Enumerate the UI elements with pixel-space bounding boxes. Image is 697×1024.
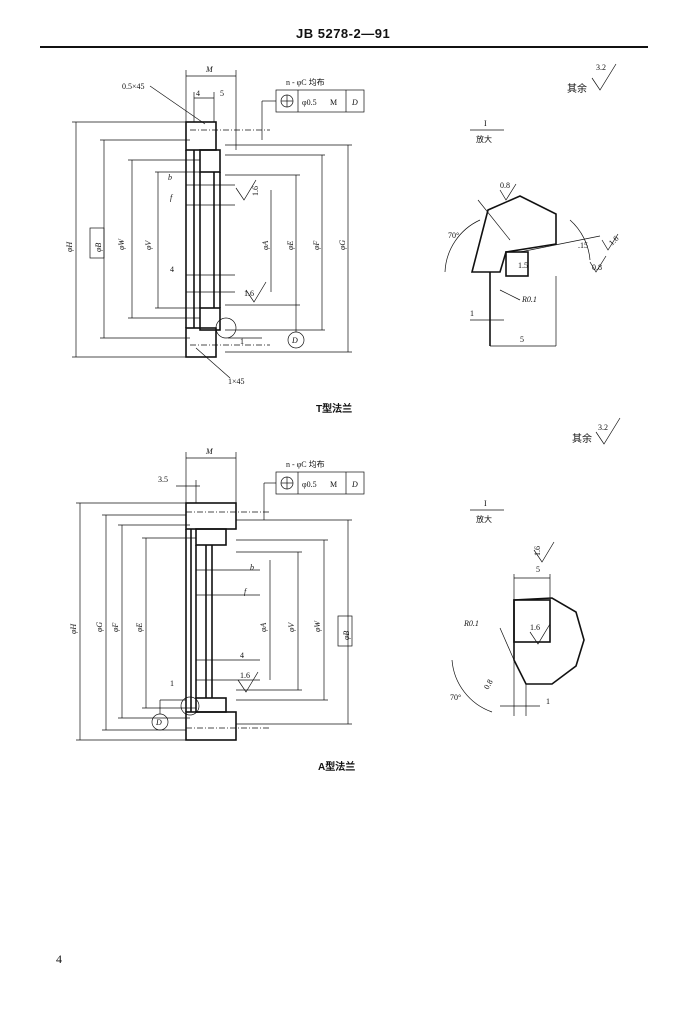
a-tol-datum: D	[351, 480, 358, 489]
a-dia-a: φA	[259, 623, 268, 632]
t-chamfer-bottom: 1×45	[228, 377, 245, 386]
a-dia-h: φH	[69, 623, 78, 634]
t-dim-f: f	[170, 193, 174, 202]
t-detail-radius: R0.1	[521, 295, 537, 304]
t-detail-angle: 70°	[448, 231, 459, 240]
a-tol-value: φ0.5	[302, 480, 317, 489]
t-holes-note: n - φC 均布	[286, 77, 325, 87]
a-datum-label: D	[155, 718, 162, 727]
t-dia-e: φE	[286, 241, 295, 250]
t-dim-5: 5	[220, 89, 224, 98]
header-rule	[40, 46, 648, 48]
a-detail-label: I	[484, 499, 487, 508]
t-dim-4: 4	[196, 89, 200, 98]
a-dia-f: φF	[111, 623, 120, 632]
t-remainder-roughness: 3.2	[596, 63, 606, 72]
a-detail-5: 5	[536, 565, 540, 574]
a-roughness-face: 1.6	[240, 671, 250, 680]
t-dia-b: φB	[94, 243, 103, 252]
t-detail-15b: 1.5	[518, 261, 528, 270]
a-caption: A型法兰	[318, 760, 355, 773]
a-dia-b: φB	[342, 631, 351, 640]
a-detail-r-top: 1.6	[533, 546, 542, 556]
t-roughness-face: 1.6	[251, 186, 260, 196]
a-dim-b: b	[250, 563, 254, 572]
t-detail-15a: .15	[578, 241, 588, 250]
a-detail-1: 1	[546, 697, 550, 706]
t-detail-5: 5	[520, 335, 524, 344]
t-dim-b: b	[168, 173, 172, 182]
a-tol-modifier: M	[330, 480, 337, 489]
t-dim-m: M	[205, 65, 214, 74]
t-tol-modifier: M	[330, 98, 337, 107]
a-detail-radius: R0.1	[463, 619, 479, 628]
a-dim-m: M	[205, 447, 214, 456]
t-dia-v: φV	[144, 240, 153, 250]
a-dia-g: φG	[95, 622, 104, 632]
a-dim-f: f	[244, 587, 248, 596]
t-dia-f: φF	[312, 241, 321, 250]
a-dia-v: φV	[287, 622, 296, 632]
a-dim-1: 1	[170, 679, 174, 688]
a-dim-4: 4	[240, 651, 244, 660]
t-detail-r-small: 0.8	[592, 263, 602, 272]
t-dia-a: φA	[261, 241, 270, 250]
t-dim-4b: 4	[170, 265, 174, 274]
a-dia-e: φE	[135, 623, 144, 632]
t-dia-g: φG	[338, 240, 347, 250]
a-detail-angle: 70°	[450, 693, 461, 702]
a-detail-scale: 放大	[476, 514, 492, 524]
t-flange-view	[72, 70, 365, 379]
a-remainder-roughness-symbol	[595, 417, 621, 445]
t-detail-r-top: 0.8	[500, 181, 510, 190]
t-chamfer-top: 0.5×45	[122, 82, 145, 91]
a-remainder-prefix: 其余	[572, 432, 592, 445]
t-dia-h: φH	[65, 241, 74, 252]
standard-code: JB 5278-2—91	[296, 26, 391, 41]
t-tol-datum: D	[351, 98, 358, 107]
a-detail-r-small: 0.8	[482, 678, 495, 691]
a-dim-35: 3.5	[158, 475, 168, 484]
t-dia-w: φW	[117, 238, 126, 250]
t-datum-label: D	[291, 336, 298, 345]
t-detail-scale: 放大	[476, 134, 492, 144]
a-holes-note: n - φC 均布	[286, 459, 325, 469]
t-remainder-prefix: 其余	[567, 82, 587, 95]
t-caption: T型法兰	[316, 402, 352, 415]
t-tol-value: φ0.5	[302, 98, 317, 107]
t-roughness-bore: 1.6	[244, 289, 254, 298]
t-remainder-roughness-symbol	[591, 63, 617, 91]
a-detail-view	[451, 509, 585, 716]
a-remainder-roughness: 3.2	[598, 423, 608, 432]
page-number: 4	[56, 952, 62, 966]
t-detail-label: I	[484, 119, 487, 128]
t-detail-r-side: 1.6	[607, 234, 620, 247]
t-detail-1: 1	[470, 309, 474, 318]
a-dia-w: φW	[313, 620, 322, 632]
a-detail-r-face: 1.6	[530, 623, 540, 632]
t-dim-1: 1	[240, 337, 244, 346]
a-flange-view	[76, 452, 365, 741]
t-detail-view	[444, 129, 619, 347]
